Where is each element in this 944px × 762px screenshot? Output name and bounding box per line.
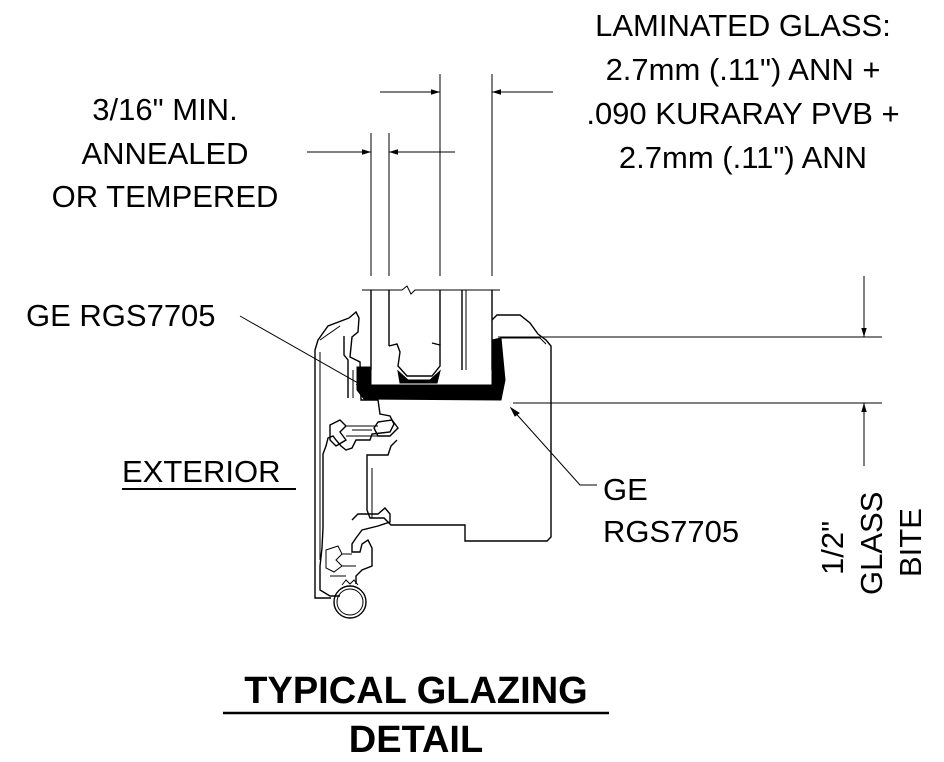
structural-sealant	[356, 337, 506, 401]
laminated-glass-line-3: .090 KURARAY PVB +	[586, 96, 899, 131]
laminated-glass-dimension	[380, 74, 553, 276]
title-line-1: TYPICAL GLAZING	[244, 670, 587, 712]
laminated-glass-label: LAMINATED GLASS: 2.7mm (.11") ANN + .090…	[586, 8, 899, 175]
min-glass-label: 3/16" MIN. ANNEALED OR TEMPERED	[52, 92, 279, 214]
glass-bite-line-1: 1/2"	[815, 521, 850, 575]
sealant-leader-right-arrow	[509, 406, 520, 417]
glass-section	[362, 285, 500, 370]
exterior-label: EXTERIOR	[122, 454, 280, 489]
min-glass-dimension	[307, 133, 455, 276]
laminated-glass-line-2: 2.7mm (.11") ANN +	[606, 52, 881, 87]
glass-bite-dimension	[498, 276, 882, 466]
min-glass-line-1: 3/16" MIN.	[92, 92, 237, 127]
sealant-leader-right	[510, 407, 597, 486]
laminated-glass-line-1: LAMINATED GLASS:	[595, 8, 891, 43]
sealant-right-line-2: RGS7705	[603, 514, 739, 549]
min-glass-line-3: OR TEMPERED	[52, 179, 279, 214]
glass-bite-line-3: BITE	[893, 508, 928, 577]
title-line-2: DETAIL	[349, 719, 483, 761]
drawing-title: TYPICAL GLAZING DETAIL	[223, 670, 609, 761]
setting-block	[388, 342, 441, 384]
glass-bite-label-3: BITE	[893, 508, 928, 577]
sealant-label-right: GE RGS7705	[603, 472, 739, 549]
laminated-glass-line-4: 2.7mm (.11") ANN	[619, 140, 867, 175]
sealant-label-left: GE RGS7705	[26, 298, 216, 333]
min-glass-line-2: ANNEALED	[81, 136, 248, 171]
interior-frame-profile	[366, 314, 552, 542]
exterior-mullion-profile	[314, 310, 399, 599]
backer-rod-gasket	[333, 579, 367, 619]
sealant-right-line-1: GE	[603, 472, 648, 507]
glass-bite-line-2: GLASS	[854, 492, 889, 595]
sealant-leader-left	[239, 315, 366, 388]
glass-bite-label: 1/2"	[815, 521, 850, 575]
glass-bite-label-2: GLASS	[854, 492, 889, 595]
